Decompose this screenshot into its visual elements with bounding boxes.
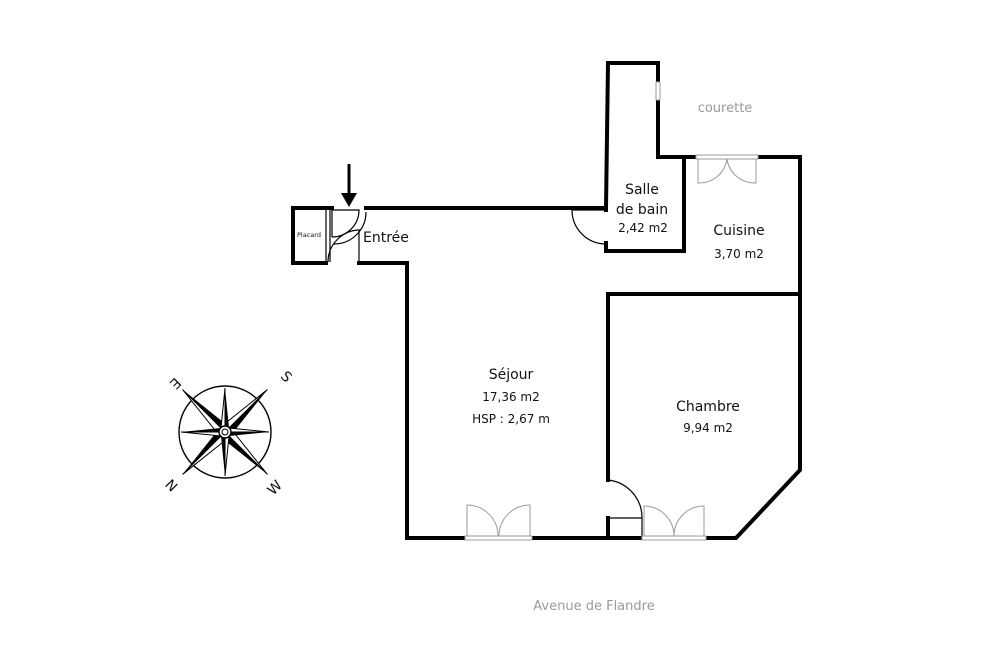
room-salle-de-bain-area: 2,42 m2 (618, 221, 668, 235)
compass-rose-icon (178, 385, 272, 479)
room-salle-de-bain-line2: de bain (616, 202, 668, 218)
room-chambre-name: Chambre (676, 399, 740, 415)
wall-placard (291, 206, 334, 265)
compass-label-east: E (166, 374, 184, 392)
label-street: Avenue de Flandre (533, 599, 654, 614)
compass-label-west: W (265, 478, 286, 499)
room-cuisine-name: Cuisine (713, 223, 764, 239)
window-sejour-frame (464, 535, 533, 541)
window-cuisine-leaf-right (726, 158, 757, 184)
label-courette: courette (698, 101, 753, 116)
window-sejour-leaf-right (498, 504, 531, 537)
wall-right-exterior (704, 155, 802, 540)
room-sejour-name: Séjour (489, 367, 534, 383)
wall-bathroom-bottom (604, 241, 686, 253)
window-chambre-leaf-left (643, 505, 675, 537)
room-placard-name: Placard (297, 231, 321, 239)
wall-bathroom-top (364, 61, 660, 210)
bathroom-door-arc (571, 209, 607, 245)
window-sejour-leaf-left (466, 504, 499, 537)
windows (464, 81, 759, 541)
window-bathroom (655, 81, 661, 101)
walls (291, 61, 802, 540)
room-sejour-area: 17,36 m2 (482, 390, 540, 404)
compass-label-south: S (277, 368, 295, 386)
entrance-door-swing (331, 209, 360, 238)
entrance-door-arc (333, 211, 367, 245)
window-chambre-frame (641, 535, 707, 541)
chambre-door-arc (607, 479, 643, 519)
entrance-arrow-icon (341, 164, 357, 207)
window-cuisine-frame (695, 154, 759, 160)
compass-label-north: N (161, 477, 180, 496)
placard-door (327, 229, 361, 263)
window-chambre-leaf-right (673, 505, 705, 537)
room-chambre-area: 9,94 m2 (683, 421, 733, 435)
room-cuisine-area: 3,70 m2 (714, 247, 764, 261)
window-cuisine-leaf-left (697, 158, 728, 184)
wall-sejour-left (357, 261, 409, 540)
room-salle-de-bain-line1: Salle (625, 182, 659, 198)
doors (327, 209, 643, 538)
room-entree-name: Entrée (363, 230, 409, 246)
room-sejour-hsp: HSP : 2,67 m (472, 412, 550, 426)
